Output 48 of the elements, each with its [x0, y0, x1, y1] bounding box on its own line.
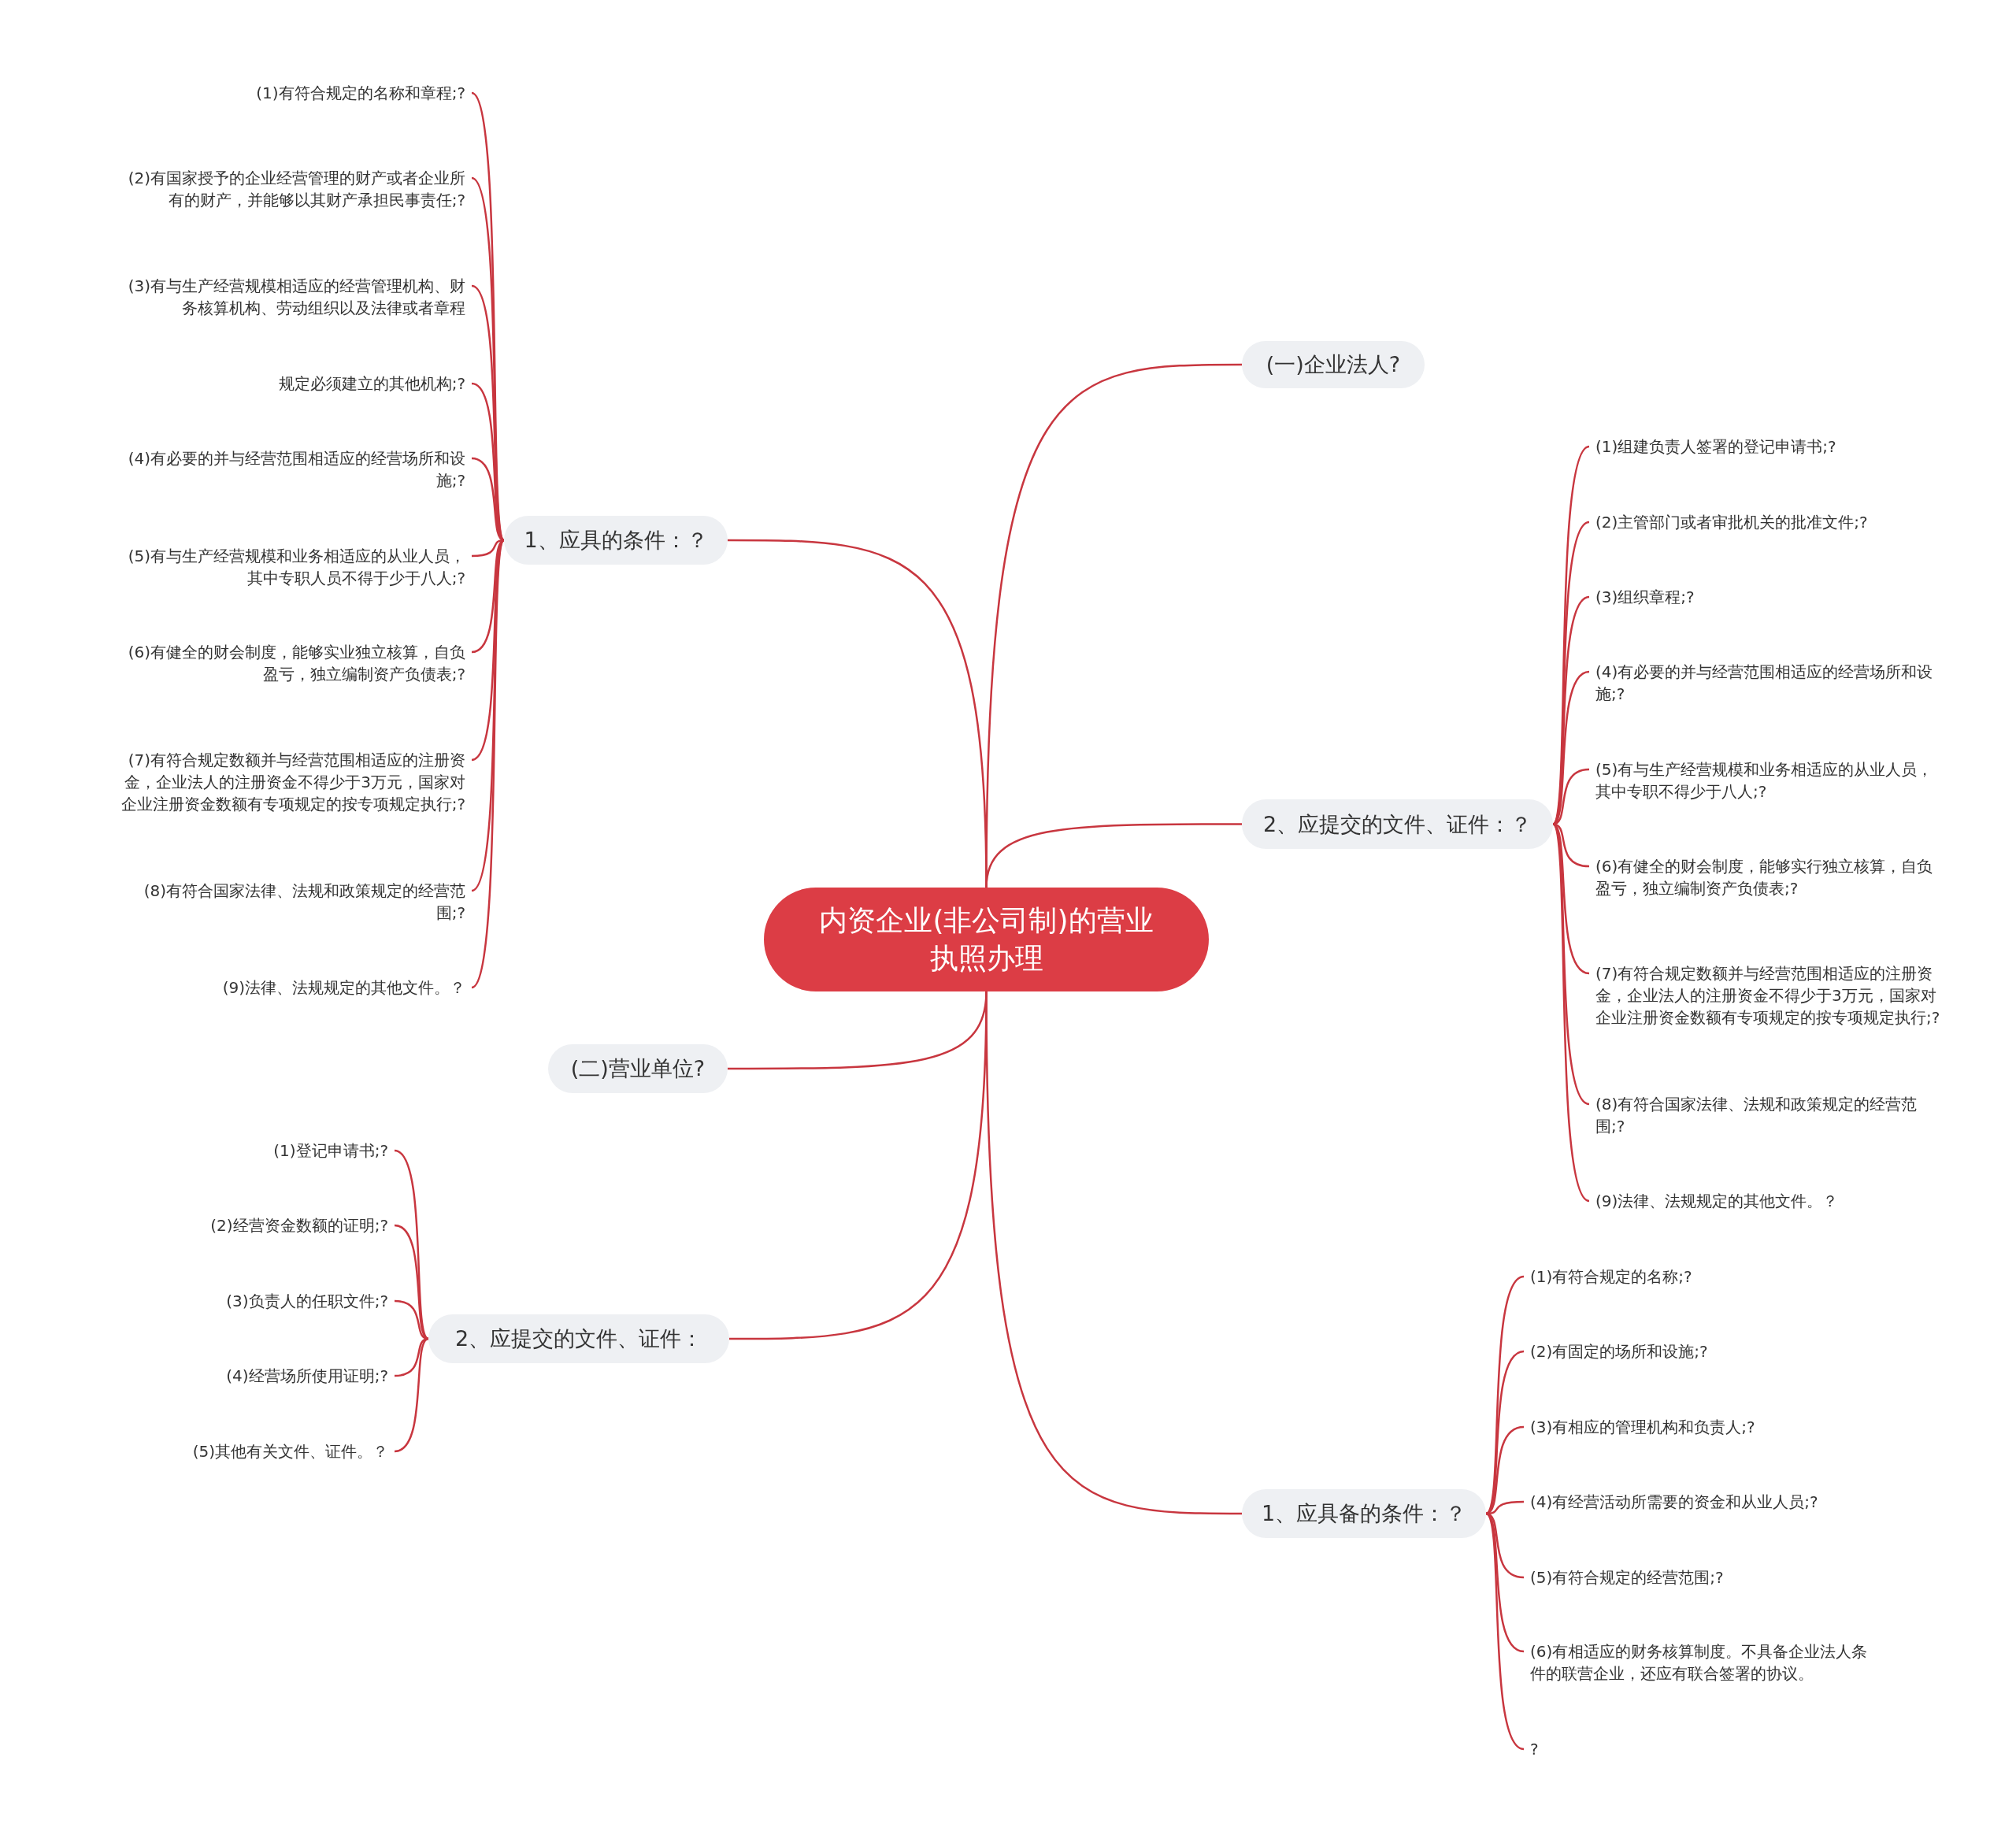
- leaf-text: (2)有国家授予的企业经营管理的财产或者企业所有的财产，并能够以其财产承担民事责任;?: [115, 167, 465, 211]
- leaf-text: (4)有必要的并与经营范围相适应的经营场所和设施;?: [115, 447, 465, 491]
- leaf-text: (5)有与生产经营规模和业务相适应的从业人员，其中专职不得少于八人;?: [1595, 758, 1942, 802]
- leaf-text: ?: [1530, 1738, 1539, 1760]
- leaf-text: (2)主管部门或者审批机关的批准文件;?: [1595, 511, 1868, 533]
- leaf-text: (4)有经营活动所需要的资金和从业人员;?: [1530, 1491, 1818, 1513]
- connector-line: [471, 539, 506, 988]
- connector-line: [1485, 1350, 1525, 1514]
- leaf-text: (4)经营场所使用证明;?: [226, 1365, 388, 1387]
- leaf-text: (1)有符合规定的名称和章程;?: [256, 82, 465, 104]
- branch-box: 1、应具备的条件：？: [1242, 1489, 1486, 1538]
- leaf-text: (3)有与生产经营规模相适应的经营管理机构、财务核算机构、劳动组织以及法律或者章程: [115, 275, 465, 319]
- leaf-text: (5)有符合规定的经营范围;?: [1530, 1566, 1724, 1588]
- connector-line: [728, 539, 988, 888]
- leaf-text: (6)有相适应的财务核算制度。不具备企业法人条件的联营企业，还应有联合签署的协议。: [1530, 1640, 1877, 1684]
- connector-line: [394, 1149, 429, 1340]
- leaf-text: (7)有符合规定数额并与经营范围相适应的注册资金，企业法人的注册资金不得少于3万元，国家对企业注册资金数额有专项规定的按专项规定执行;?: [115, 749, 465, 815]
- leaf-text: (8)有符合国家法律、法规和政策规定的经营范围;?: [1595, 1093, 1942, 1137]
- leaf-text: (7)有符合规定数额并与经营范围相适应的注册资金，企业法人的注册资金不得少于3万元，国家对企业注册资金数额有专项规定的按专项规定执行;?: [1595, 962, 1942, 1028]
- leaf-text: (9)法律、法规规定的其他文件。？: [222, 977, 465, 999]
- leaf-text: (6)有健全的财会制度，能够实行独立核算，自负盈亏，独立编制资产负债表;?: [1595, 855, 1942, 899]
- branch-box: 2、应提交的文件、证件：: [428, 1314, 729, 1363]
- leaf-text: (9)法律、法规规定的其他文件。？: [1595, 1190, 1839, 1212]
- leaf-text: (1)组建负责人签署的登记申请书;?: [1595, 435, 1836, 458]
- connector-line: [1485, 1512, 1525, 1653]
- branch-box: (二)营业单位?: [548, 1044, 728, 1093]
- connector-line: [471, 177, 506, 541]
- leaf-text: (1)登记申请书;?: [273, 1140, 388, 1162]
- leaf-text: (3)有相应的管理机构和负责人;?: [1530, 1416, 1755, 1438]
- leaf-text: (8)有符合国家法律、法规和政策规定的经营范围;?: [115, 880, 465, 924]
- leaf-text: (4)有必要的并与经营范围相适应的经营场所和设施;?: [1595, 661, 1942, 705]
- leaf-text: (5)有与生产经营规模和业务相适应的从业人员，其中专职人员不得于少于八人;?: [115, 545, 465, 589]
- connector-line: [1485, 1513, 1525, 1751]
- branch-box: (一)企业法人?: [1242, 341, 1425, 388]
- connector-line: [394, 1337, 429, 1453]
- connector-line: [1551, 823, 1590, 1202]
- branch-box: 1、应具的条件：？: [504, 516, 728, 565]
- leaf-text: (2)经营资金数额的证明;?: [210, 1214, 388, 1236]
- connector-line: [729, 991, 988, 1340]
- leaf-text: (6)有健全的财会制度，能够实业独立核算，自负盈亏，独立编制资产负债表;?: [115, 641, 465, 685]
- leaf-text: (1)有符合规定的名称;?: [1530, 1266, 1692, 1288]
- topic-box: 内资企业(非公司制)的营业执照办理: [764, 888, 1209, 991]
- leaf-text: (3)负责人的任职文件;?: [226, 1290, 388, 1312]
- leaf-text: 规定必须建立的其他机构;?: [278, 372, 465, 395]
- branch-box: 2、应提交的文件、证件：？: [1242, 799, 1553, 849]
- leaf-text: (5)其他有关文件、证件。？: [192, 1440, 388, 1462]
- leaf-text: (3)组织章程;?: [1595, 586, 1695, 608]
- leaf-text: (2)有固定的场所和设施;?: [1530, 1340, 1708, 1362]
